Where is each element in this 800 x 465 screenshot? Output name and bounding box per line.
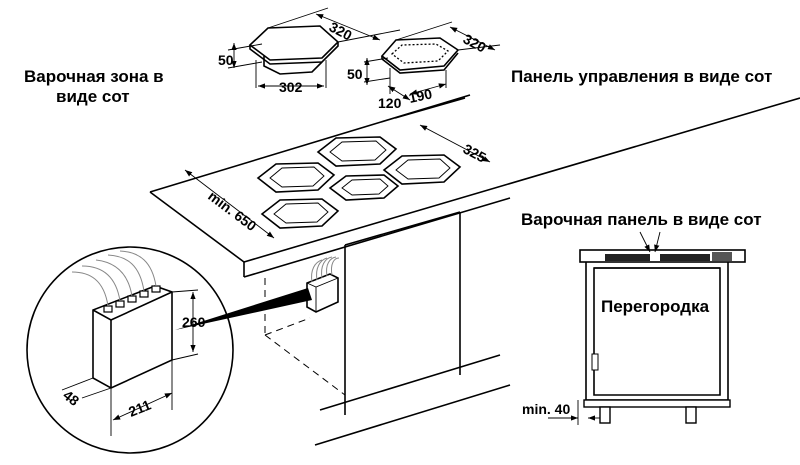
- magnified-connection-box: [26, 246, 234, 454]
- cabinet: [264, 211, 511, 446]
- box-depth-dim: 48: [60, 387, 82, 409]
- panel-height-dim: 50: [347, 66, 363, 82]
- hob-hexagons: [256, 136, 462, 229]
- control-panel-label: Панель управления в виде сот: [511, 67, 772, 86]
- cooking-zone-label-line2: виде сот: [56, 87, 130, 106]
- panel-base-dim: 190: [407, 85, 433, 106]
- hob-hex-dim: 325: [461, 141, 489, 166]
- countertop: [149, 94, 800, 278]
- zoom-pointer: [175, 288, 312, 330]
- min-depth-dim: min. 650: [205, 188, 260, 235]
- box-height-dim: 260: [182, 314, 206, 330]
- connection-box-small: [175, 256, 340, 330]
- zone-base-dim: 302: [279, 79, 303, 95]
- zone-height-dim: 50: [218, 52, 234, 68]
- hob-panel-label: Варочная панель в виде сот: [521, 210, 762, 229]
- partition-label: Перегородка: [601, 297, 710, 316]
- panel-depth-dim: 120: [378, 95, 402, 111]
- cooking-zone-module: [227, 7, 401, 89]
- box-width-dim: 211: [126, 396, 153, 419]
- min-gap-dim: min. 40: [522, 401, 570, 417]
- cooking-zone-label-line1: Варочная зона в: [24, 67, 164, 86]
- cabinet-section: [548, 231, 746, 425]
